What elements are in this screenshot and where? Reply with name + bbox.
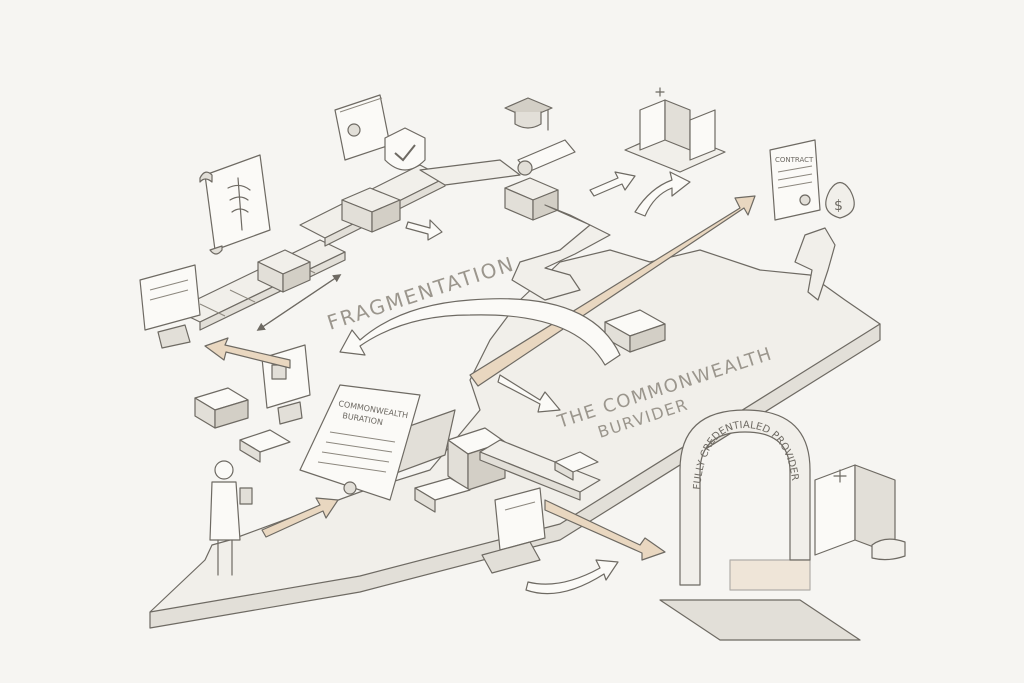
physician-icon — [209, 460, 253, 576]
caduceus-icon — [199, 154, 271, 255]
flow-arrows — [204, 171, 756, 595]
winding-road — [511, 204, 611, 301]
processing-box-3 — [504, 177, 559, 221]
eastern-shore-fragment — [794, 227, 836, 301]
commonwealth-platform — [149, 249, 881, 629]
document-stack-icon — [604, 309, 666, 353]
processing-box-2 — [341, 187, 401, 233]
shield-check-icon — [384, 127, 426, 171]
money-bag-icon: $ — [825, 181, 855, 219]
document-stack-icon — [239, 429, 291, 463]
processing-box-1 — [257, 249, 311, 293]
paperwork-stack: COMMONWEALTH BURATION — [299, 384, 456, 501]
conveyor-belt-left — [174, 239, 346, 331]
dollar-symbol: $ — [834, 198, 843, 214]
graduation-cap-icon — [504, 97, 553, 131]
diploma-icon — [517, 139, 576, 176]
document-stack-icon — [414, 477, 471, 513]
fragmentation-label: FRAGMENTATION — [324, 251, 518, 334]
document-stack-icon — [194, 387, 249, 429]
hospital-icon — [814, 464, 906, 561]
computer-monitor-icon — [481, 487, 546, 574]
computer-monitor-icon — [139, 264, 201, 349]
id-card-icon — [334, 94, 391, 161]
conveyor-belt-upper — [299, 159, 521, 247]
conveyor-belt-lower — [479, 439, 601, 501]
contract-icon: CONTRACT — [769, 139, 821, 221]
contract-label: CONTRACT — [775, 156, 814, 164]
hospital-icon — [624, 87, 726, 173]
